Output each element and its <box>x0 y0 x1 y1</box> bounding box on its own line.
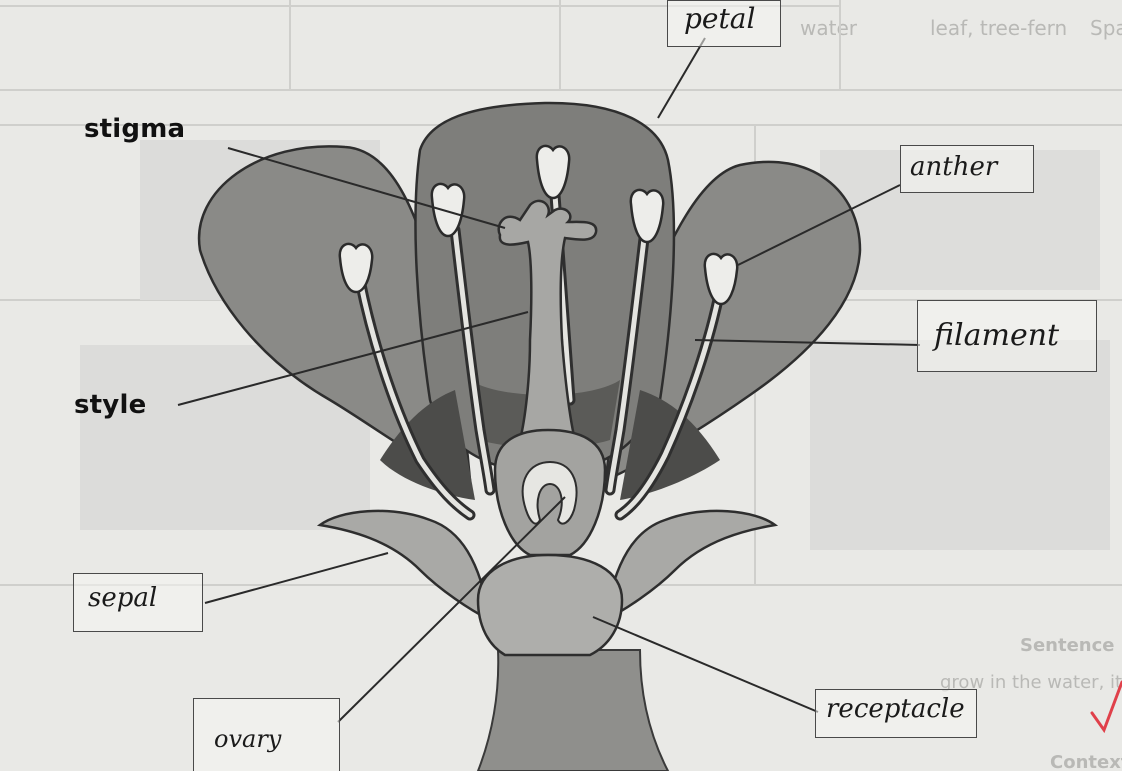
stem <box>478 650 668 771</box>
checkmark-icon <box>1092 682 1122 730</box>
label-anther: anther <box>910 152 997 182</box>
label-filament: filament <box>934 318 1059 353</box>
label-receptacle: receptacle <box>826 694 965 724</box>
ovary-body <box>495 430 605 555</box>
label-ovary: ovary <box>214 725 281 753</box>
label-style: style <box>74 390 146 420</box>
label-petal: petal <box>684 2 755 35</box>
label-stigma: stigma <box>84 114 185 144</box>
label-sepal: sepal <box>88 583 157 613</box>
receptacle-body <box>478 555 622 655</box>
sepal-right <box>605 511 775 620</box>
